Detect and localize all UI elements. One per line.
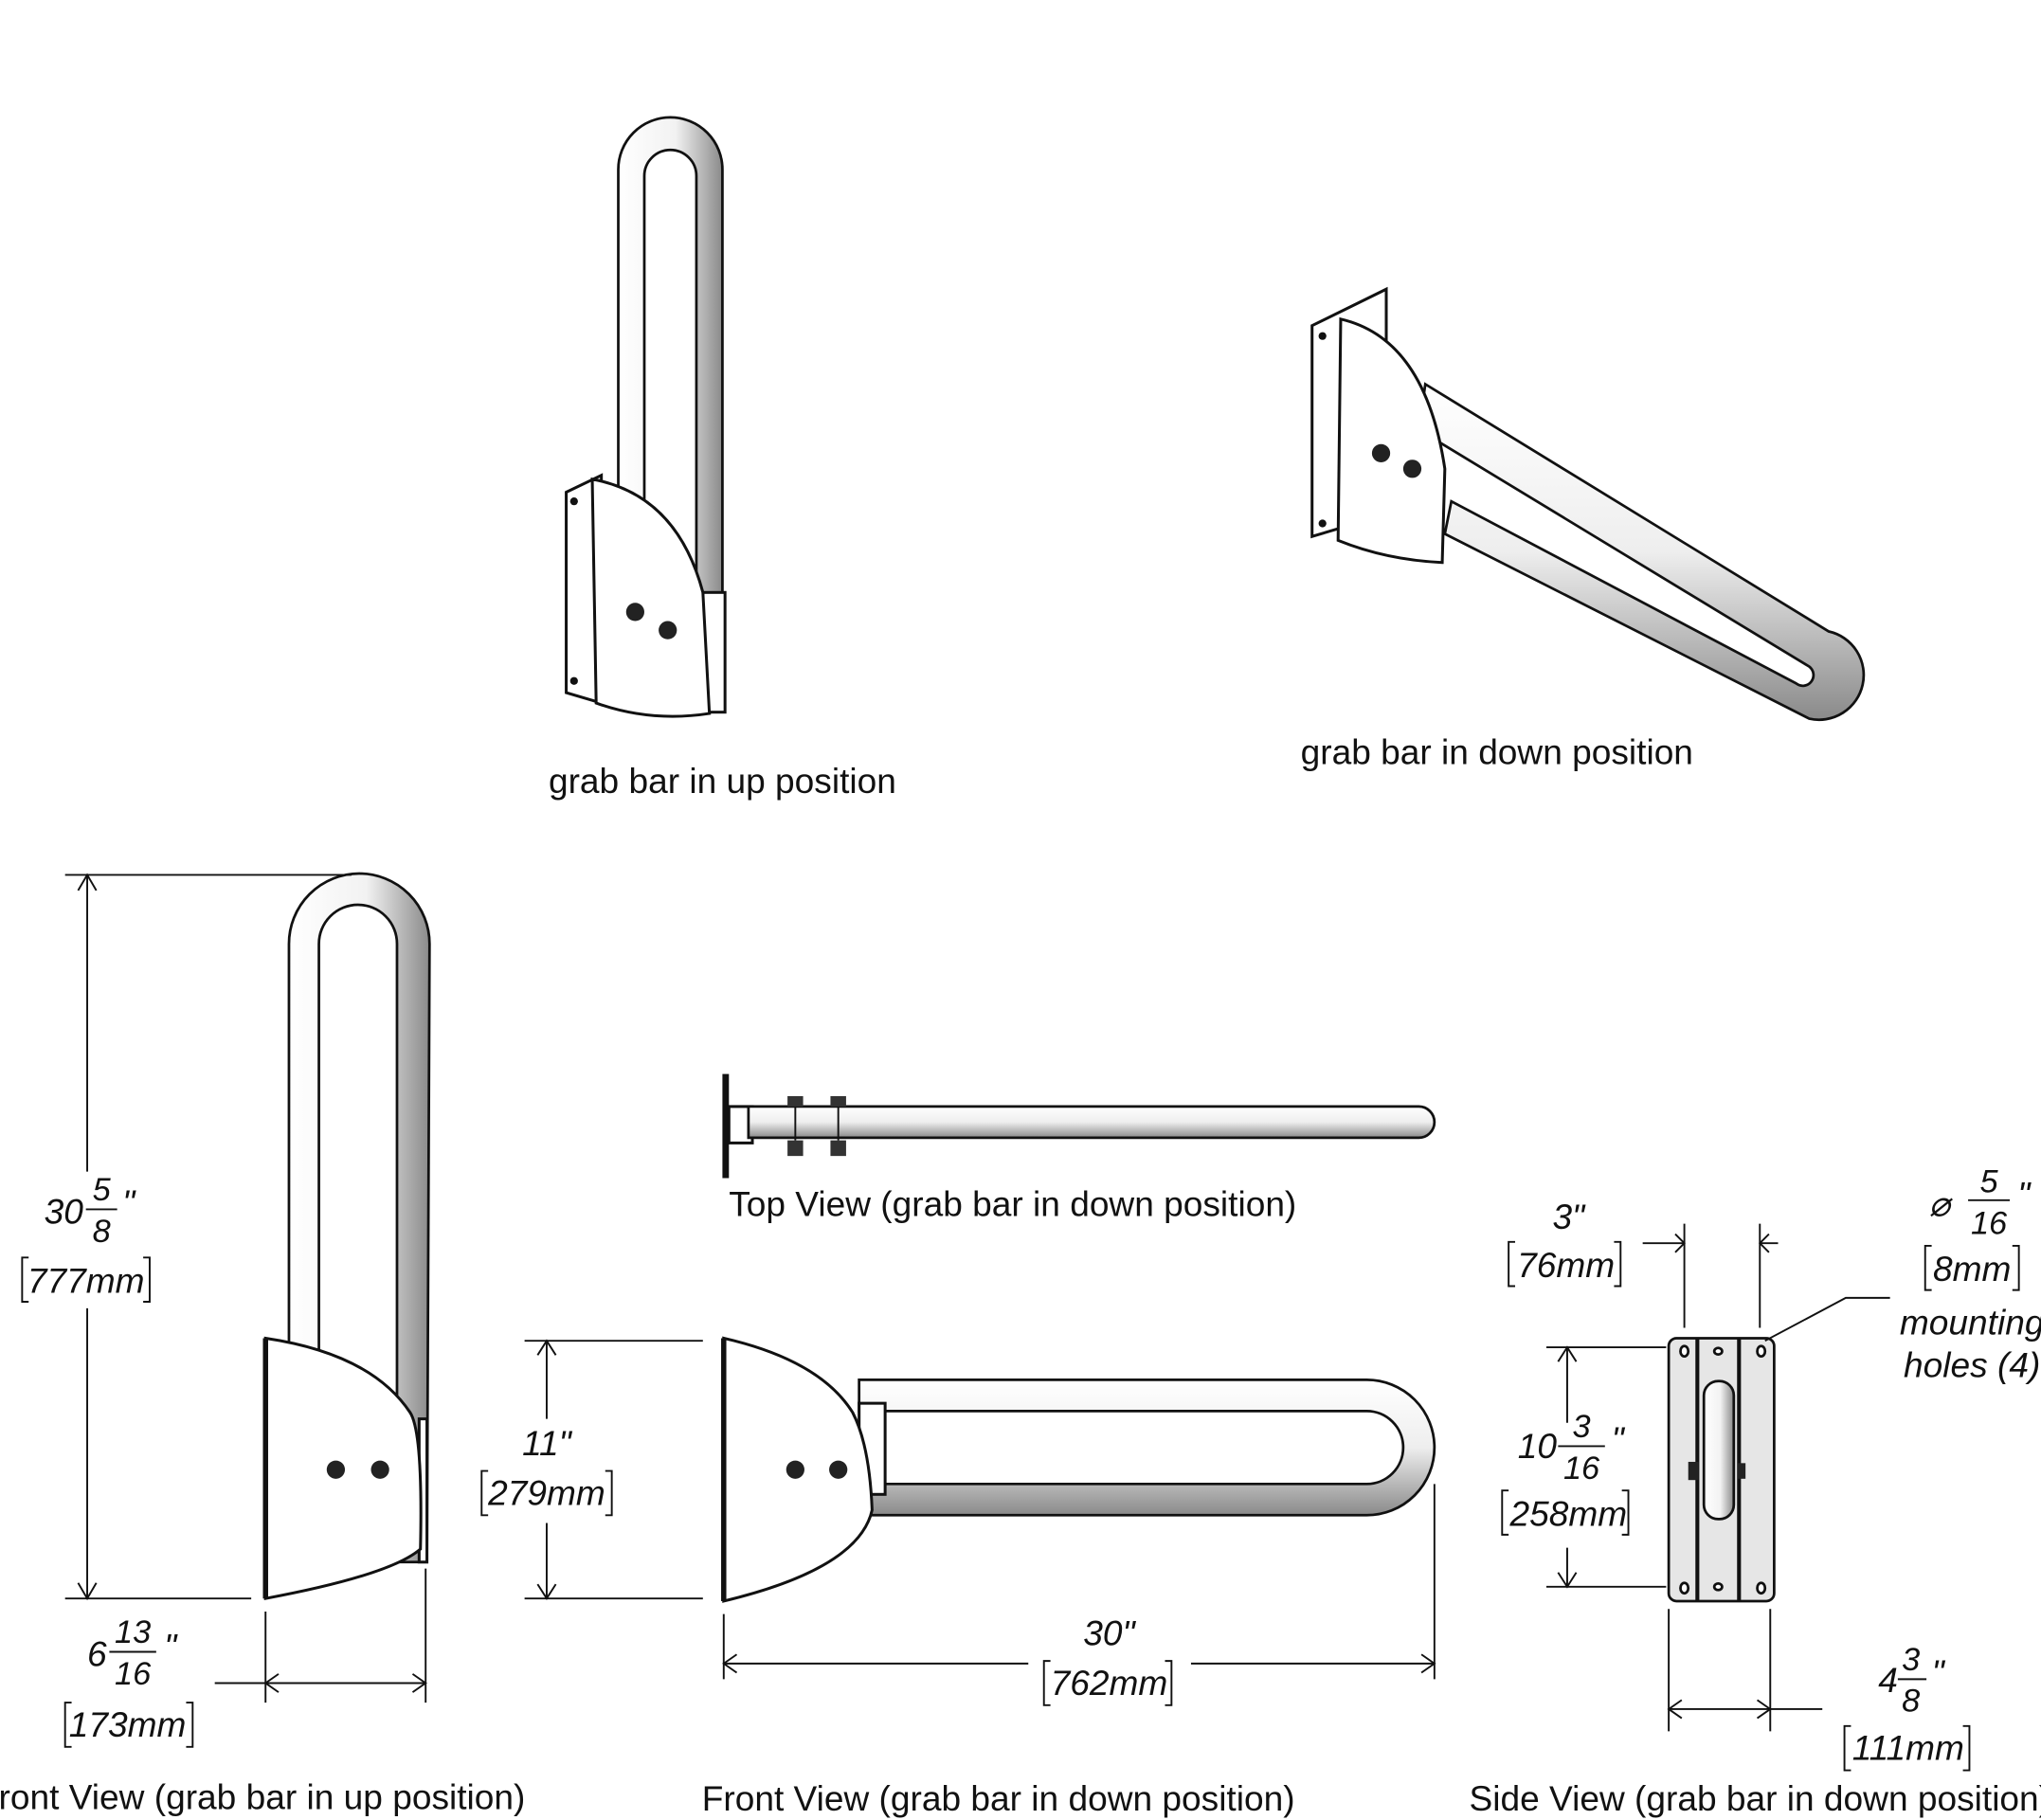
svg-text:5: 5 <box>1980 1164 1999 1200</box>
svg-text:30: 30 <box>45 1192 84 1232</box>
svg-text:762mm: 762mm <box>1051 1663 1168 1703</box>
side-view-down: 3" 76mm ⌀ 5 16 " 8mm mounting holes (4) … <box>1470 1164 2041 1819</box>
svg-text:3: 3 <box>1573 1409 1591 1445</box>
dim-hole-spacing-v: 10 3 16 " 258mm <box>1501 1409 1630 1536</box>
svg-text:mounting: mounting <box>1900 1302 2041 1342</box>
svg-text:16: 16 <box>1971 1206 2008 1242</box>
top-view-down: Top View (grab bar in down position) <box>722 1073 1436 1223</box>
caption-top-down: Top View (grab bar in down position) <box>729 1183 1296 1223</box>
svg-text:": " <box>164 1626 178 1666</box>
svg-text:⌀: ⌀ <box>1929 1183 1954 1223</box>
iso-view-up: grab bar in up position <box>549 116 896 801</box>
caption-side-down: Side View (grab bar in down position) <box>1470 1778 2041 1818</box>
svg-text:": " <box>1612 1419 1626 1459</box>
svg-text:279mm: 279mm <box>487 1472 605 1512</box>
svg-text:": " <box>1932 1652 1946 1692</box>
svg-text:10: 10 <box>1518 1426 1558 1466</box>
svg-text:16: 16 <box>1563 1451 1600 1487</box>
svg-text:111mm: 111mm <box>1852 1728 1964 1768</box>
svg-text:3: 3 <box>1902 1642 1920 1678</box>
svg-text:777mm: 777mm <box>27 1260 145 1300</box>
dim-housing-height: 11" 279mm <box>480 1423 613 1517</box>
svg-text:holes (4): holes (4) <box>1904 1345 2040 1385</box>
svg-text:5: 5 <box>93 1172 112 1208</box>
svg-text:": " <box>122 1182 136 1222</box>
dim-bar-length: 30" 762mm <box>1042 1613 1173 1706</box>
svg-text:8: 8 <box>1902 1684 1920 1720</box>
caption-front-down: Front View (grab bar in down position) <box>702 1778 1295 1818</box>
svg-text:16: 16 <box>115 1656 152 1692</box>
svg-text:30": 30" <box>1083 1613 1136 1653</box>
dim-hole-diameter: ⌀ 5 16 " 8mm mounting holes (4) <box>1900 1164 2041 1385</box>
front-view-up: 30 5 8 " 777mm 6 13 16 " 173mm Front Vie… <box>0 872 525 1817</box>
dim-height-up: 30 5 8 " 777mm <box>21 1172 151 1303</box>
svg-text:13: 13 <box>115 1614 151 1650</box>
svg-text:173mm: 173mm <box>69 1704 187 1744</box>
svg-text:8mm: 8mm <box>1933 1249 2011 1288</box>
caption-down-iso: grab bar in down position <box>1301 732 1693 772</box>
caption-front-up: Front View (grab bar in up position) <box>0 1777 525 1817</box>
front-view-down: 11" 279mm 30" 762mm Front View (grab bar… <box>480 1336 1436 1818</box>
svg-text:": " <box>2017 1175 2032 1215</box>
dim-hole-spacing-h: 3" 76mm <box>1508 1197 1622 1288</box>
svg-text:76mm: 76mm <box>1517 1245 1615 1285</box>
svg-text:11": 11" <box>522 1423 572 1463</box>
svg-text:4: 4 <box>1878 1660 1898 1700</box>
svg-text:8: 8 <box>93 1214 111 1250</box>
caption-up-iso: grab bar in up position <box>549 761 896 801</box>
svg-text:6: 6 <box>87 1634 107 1674</box>
svg-text:3": 3" <box>1552 1197 1586 1236</box>
svg-text:258mm: 258mm <box>1509 1493 1628 1533</box>
dim-housing-depth: 6 13 16 " 173mm <box>63 1614 194 1748</box>
dim-plate-width: 4 3 8 " 111mm <box>1843 1642 1971 1772</box>
iso-view-down: grab bar in down position <box>1301 286 1866 772</box>
